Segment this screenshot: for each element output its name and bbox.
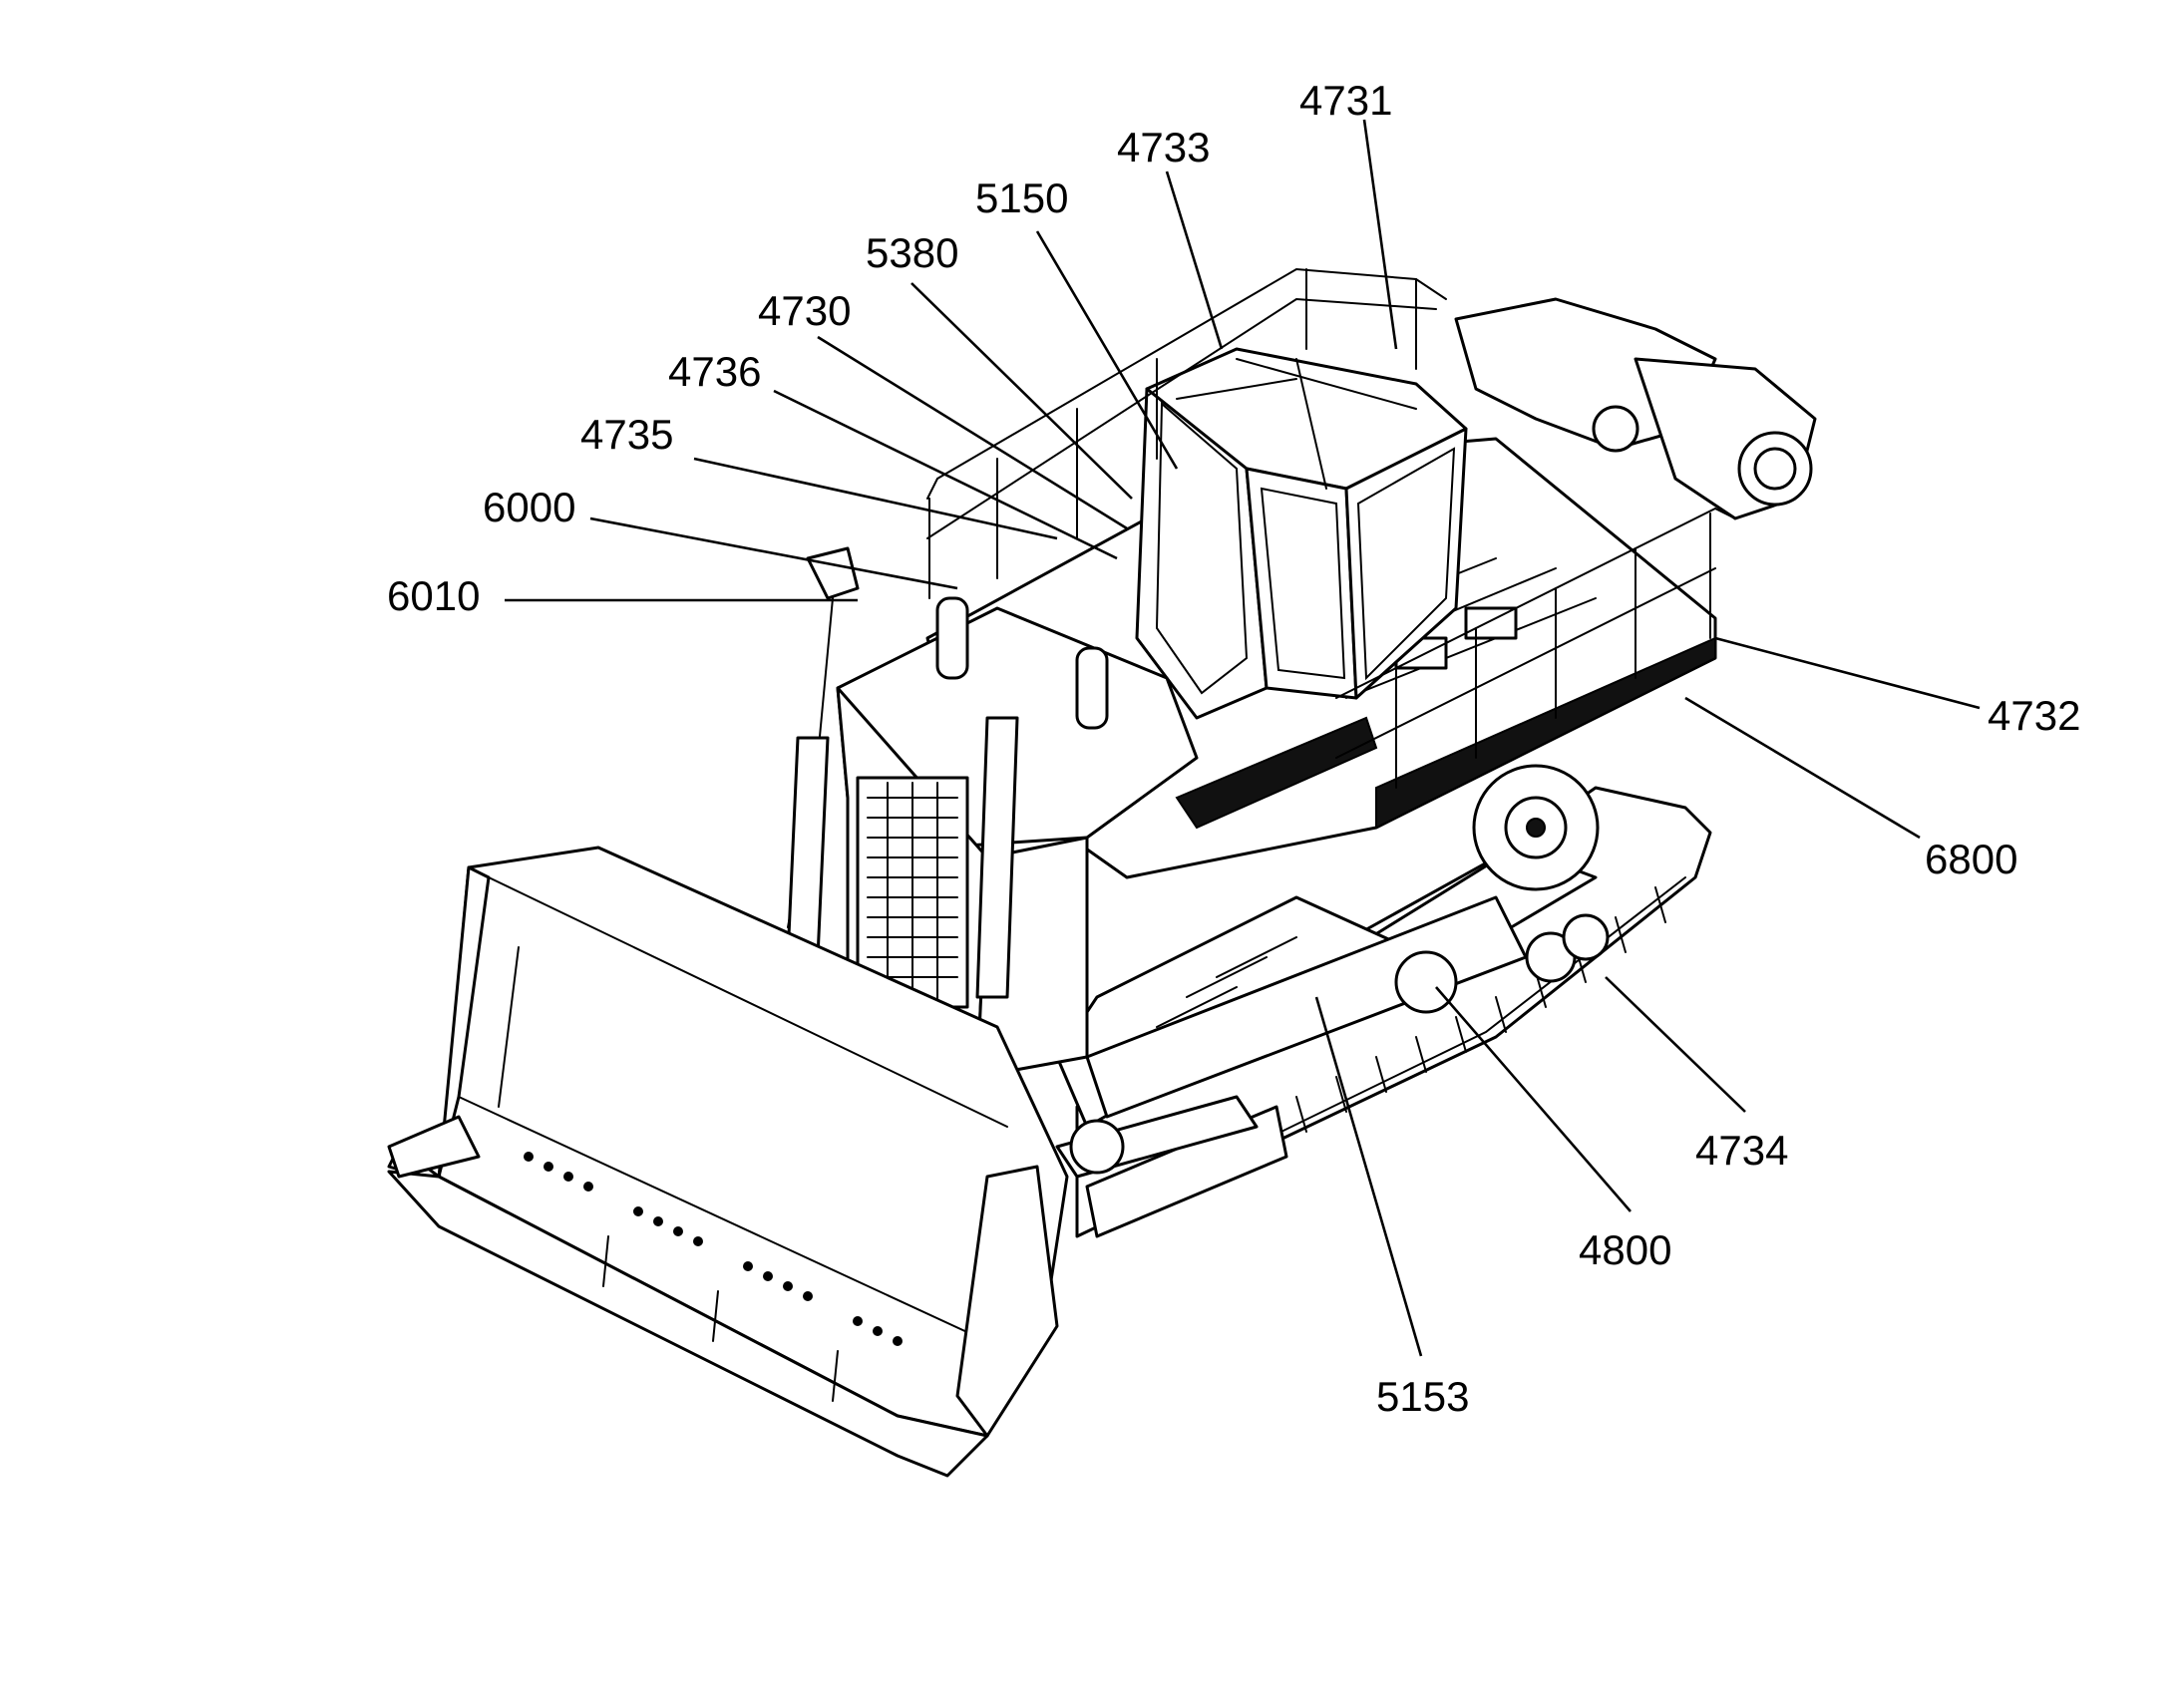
engine-hood: [786, 546, 1199, 1079]
label-6000: 6000: [483, 484, 575, 530]
leader-5153: [1314, 996, 1423, 1357]
label-5153: 5153: [1376, 1373, 1469, 1420]
label-4730: 4730: [758, 287, 851, 334]
label-4731: 4731: [1299, 77, 1392, 124]
leader-4736: [773, 389, 1118, 560]
leader-5380: [910, 282, 1133, 500]
push-arm: [1055, 895, 1528, 1238]
leader-4730: [817, 335, 1128, 530]
leader-4800: [1435, 986, 1632, 1212]
bulldozer-drawing: [387, 267, 1817, 1478]
label-5150: 5150: [975, 174, 1068, 221]
label-4735: 4735: [580, 411, 673, 458]
label-6800: 6800: [1925, 836, 2017, 882]
leader-4733: [1165, 171, 1224, 350]
label-4736: 4736: [668, 348, 761, 395]
label-4734: 4734: [1695, 1127, 1788, 1174]
leader-6000: [589, 516, 958, 590]
label-4733: 4733: [1117, 124, 1210, 171]
label-4800: 4800: [1579, 1226, 1671, 1273]
reference-numerals: 4731 4733 5150 5380 4730 4736 4735 6000 …: [387, 77, 2080, 1420]
leader-5150: [1035, 230, 1179, 470]
ripper-assembly: [1454, 297, 1817, 580]
handrails: [926, 267, 1736, 789]
label-5380: 5380: [866, 229, 958, 276]
leader-6800: [1684, 696, 1921, 840]
label-4732: 4732: [1988, 692, 2080, 739]
leader-4734: [1605, 976, 1746, 1113]
dozer-blade: [387, 846, 1069, 1478]
leader-4732: [1714, 636, 1981, 710]
label-6010: 6010: [387, 572, 480, 619]
leader-4735: [693, 457, 1058, 540]
leader-4731: [1362, 119, 1398, 350]
leader-lines: [505, 119, 1981, 1357]
operator-cab: [1135, 347, 1468, 720]
